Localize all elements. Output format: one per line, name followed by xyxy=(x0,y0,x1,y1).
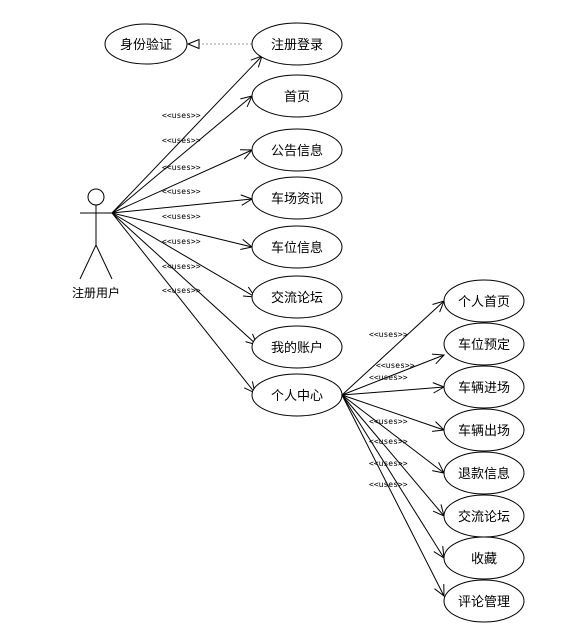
use-case-ellipse xyxy=(251,176,343,220)
use-case-label: 公告信息 xyxy=(271,143,323,159)
association-line xyxy=(341,354,445,396)
use-case-home[interactable]: 首页 xyxy=(251,74,343,118)
use-case-parking-news[interactable]: 车场资讯 xyxy=(251,176,343,220)
association-line xyxy=(111,149,253,214)
association-line xyxy=(341,300,445,396)
use-case-sub-forum[interactable]: 交流论坛 xyxy=(443,494,525,538)
use-case-ellipse xyxy=(104,23,188,65)
stereotype-label-uses: <<uses>> xyxy=(162,111,201,120)
use-case-personal-home[interactable]: 个人首页 xyxy=(443,279,525,323)
stereotype-label-uses: <<uses>> xyxy=(369,437,408,446)
use-case-label: 车场资讯 xyxy=(271,191,323,207)
use-case-label: 身份验证 xyxy=(120,37,172,53)
use-case-label: 个人首页 xyxy=(458,295,510,310)
association-edge xyxy=(111,149,254,214)
use-case-ellipse xyxy=(251,22,343,66)
stereotype-label-uses: <<uses>> xyxy=(162,237,201,246)
use-case-vehicle-entry[interactable]: 车辆进场 xyxy=(443,365,525,409)
use-case-favorites[interactable]: 收藏 xyxy=(443,536,525,580)
use-case-identity-verification[interactable]: 身份验证 xyxy=(104,23,188,65)
association-line xyxy=(341,394,445,431)
association-line xyxy=(111,95,253,214)
association-edge xyxy=(341,353,446,396)
stereotype-label-uses: <<uses>> xyxy=(162,187,201,196)
stereotype-label-uses: <<uses>> xyxy=(162,136,201,145)
use-case-ellipse xyxy=(443,365,525,409)
stereotype-label-uses: <<uses>> xyxy=(162,286,201,295)
use-case-vehicle-exit[interactable]: 车辆出场 xyxy=(443,408,525,452)
association-line xyxy=(111,212,256,394)
association-edge xyxy=(341,394,445,598)
stereotype-label-uses: <<uses>> xyxy=(376,361,415,370)
association-edge xyxy=(111,212,258,346)
use-case-comment-management[interactable]: 评论管理 xyxy=(443,579,525,623)
use-case-parking-spot-info[interactable]: 车位信息 xyxy=(251,225,343,269)
association-edge xyxy=(111,212,256,298)
use-case-label: 车辆出场 xyxy=(458,423,510,439)
open-arrowhead xyxy=(434,583,445,598)
use-case-label: 退款信息 xyxy=(458,466,510,482)
use-case-ellipse xyxy=(443,579,525,623)
use-case-label: 收藏 xyxy=(471,552,497,567)
stick-figure-actor-icon xyxy=(79,188,113,280)
use-case-ellipse xyxy=(443,451,525,495)
use-case-label: 首页 xyxy=(284,90,310,105)
use-case-announcements[interactable]: 公告信息 xyxy=(251,128,343,172)
stereotype-labels: <<uses>> <<uses>> <<uses>> <<uses>> <<uses>>… xyxy=(162,111,415,489)
association-line xyxy=(111,212,258,346)
use-case-ellipse xyxy=(251,225,343,269)
use-case-label: 评论管理 xyxy=(458,595,510,610)
stereotype-label-uses: <<uses>> xyxy=(369,373,408,382)
stereotype-label-uses: <<uses>> xyxy=(162,212,201,221)
dependency-arrow xyxy=(186,38,252,50)
actor-label: 注册用户 xyxy=(72,285,120,300)
association-edges xyxy=(111,55,446,598)
stereotype-label-uses: <<uses>> xyxy=(369,459,408,468)
use-case-label: 车辆进场 xyxy=(458,380,510,396)
open-arrowhead xyxy=(431,353,446,365)
use-case-ellipse xyxy=(443,322,525,366)
use-case-forum[interactable]: 交流论坛 xyxy=(251,275,343,319)
use-case-my-account[interactable]: 我的账户 xyxy=(251,325,343,369)
stereotype-label-uses: <<uses>> xyxy=(369,330,408,339)
association-line xyxy=(111,212,256,298)
use-case-ellipse xyxy=(251,128,343,172)
use-case-ellipse xyxy=(443,536,525,580)
use-case-ellipse xyxy=(443,408,525,452)
association-line xyxy=(111,55,263,214)
association-line xyxy=(341,394,445,559)
use-case-ellipse xyxy=(251,275,343,319)
use-case-label: 注册登录 xyxy=(271,38,323,53)
use-case-personal-center[interactable]: 个人中心 xyxy=(251,373,343,417)
stereotype-label-uses: <<uses>> xyxy=(162,163,201,172)
actor-registered-user[interactable]: 注册用户 xyxy=(72,188,120,300)
use-case-spot-reservation[interactable]: 车位预定 xyxy=(443,322,525,366)
use-case-refund-info[interactable]: 退款信息 xyxy=(443,451,525,495)
association-line xyxy=(111,212,253,248)
stereotype-label-uses: <<uses>> xyxy=(369,417,408,426)
use-case-ellipse xyxy=(251,325,343,369)
use-case-label: 车位信息 xyxy=(271,240,323,256)
use-case-ellipse xyxy=(251,373,343,417)
use-case-label: 我的账户 xyxy=(271,340,323,356)
association-edge xyxy=(341,394,445,517)
stereotype-label-uses: <<uses>> xyxy=(369,480,408,489)
association-line xyxy=(111,198,253,214)
use-case-ellipse xyxy=(251,74,343,118)
use-case-register-login[interactable]: 注册登录 xyxy=(251,22,343,66)
use-case-label: 车位预定 xyxy=(458,337,510,353)
association-line xyxy=(341,394,445,474)
use-case-label: 交流论坛 xyxy=(271,290,323,306)
association-line xyxy=(341,394,445,597)
association-line xyxy=(341,386,445,396)
stereotype-label-uses: <<uses>> xyxy=(162,262,201,271)
use-case-ellipse xyxy=(443,279,525,323)
dependency-arrowhead xyxy=(186,38,200,50)
use-case-label: 个人中心 xyxy=(271,389,323,404)
association-line xyxy=(341,394,445,517)
use-case-label: 交流论坛 xyxy=(458,509,510,525)
